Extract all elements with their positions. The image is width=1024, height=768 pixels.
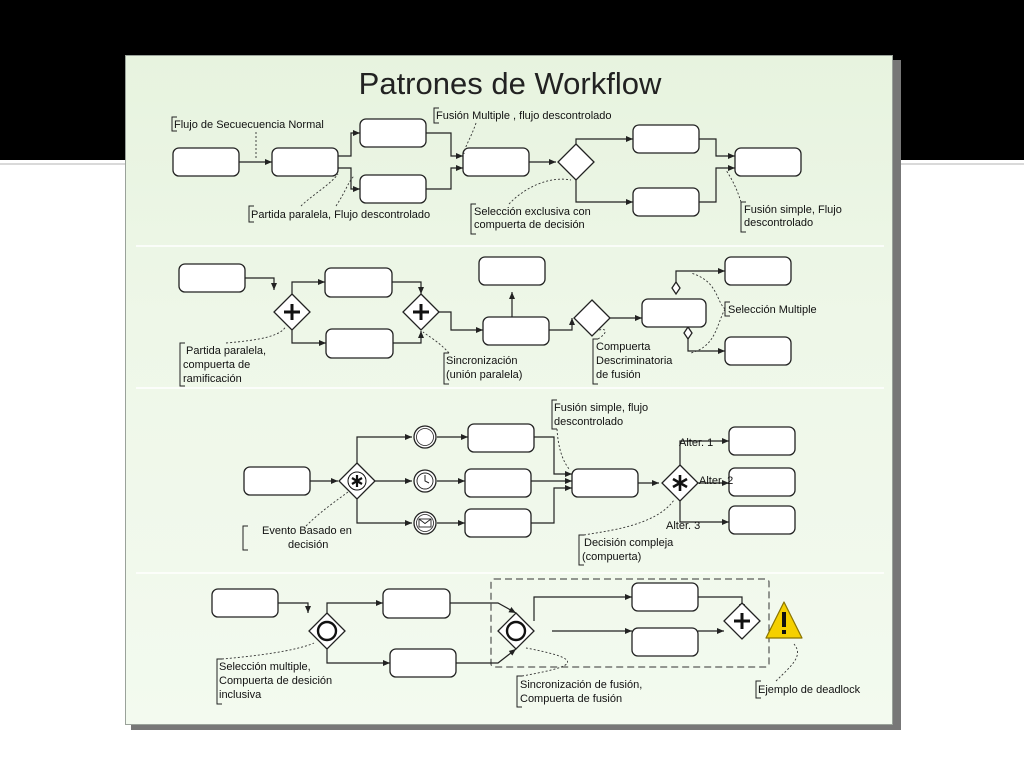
label-decision-compleja-b: (compuerta) — [582, 551, 641, 563]
deadlock-region — [490, 578, 770, 668]
activity-box — [462, 147, 530, 177]
row-3-patterns: Fusión simple, flujo descontrolado Event… — [242, 399, 796, 566]
label-seleccion-inclusiva-b: Compuerta de desición — [219, 675, 332, 687]
label-sincronizacion-fusion-b: Compuerta de fusión — [520, 693, 622, 705]
activity-box — [632, 124, 700, 154]
label-partida-paralela-1: Partida paralela, Flujo descontrolado — [251, 209, 430, 221]
activity-box — [724, 336, 792, 366]
inclusive-gateway-icon — [308, 612, 346, 650]
activity-box — [478, 256, 546, 286]
activity-box — [631, 582, 699, 612]
label-flujo-normal: Flujo de Secuecuencia Normal — [174, 119, 324, 131]
label-deadlock: Ejemplo de deadlock — [758, 684, 861, 696]
condition-marker — [671, 280, 681, 296]
label-partida-paralela-2a: Partida paralela, — [186, 345, 266, 357]
activity-box — [243, 466, 311, 496]
activity-box — [728, 505, 796, 535]
activity-box — [631, 627, 699, 657]
slide-panel: Patrones de Workflow — [125, 55, 893, 725]
empty-event-icon — [413, 425, 437, 449]
discriminator-gateway-icon — [573, 299, 611, 337]
activity-box — [324, 267, 393, 298]
activity-box — [271, 147, 339, 177]
label-alter-3: Alter. 3 — [666, 520, 700, 532]
activity-box — [325, 328, 394, 359]
label-evento-basado-a: Evento Basado en — [262, 525, 352, 537]
label-fusion-simple-2a: Fusión simple, flujo — [554, 402, 648, 414]
timer-event-icon — [413, 469, 437, 493]
activity-box — [632, 187, 700, 217]
slide-title: Patrones de Workflow — [358, 66, 662, 101]
label-seleccion-inclusiva-a: Selección multiple, — [219, 661, 311, 673]
activity-box — [724, 256, 792, 286]
activity-box — [359, 174, 427, 204]
label-alter-2: Alter. 2 — [699, 475, 733, 487]
label-seleccion-exclusiva-2: compuerta de decisión — [474, 219, 585, 231]
label-sincronizacion-a: Sincronización — [446, 355, 518, 367]
plus-gateway-icon — [273, 293, 311, 331]
workflow-diagram: Flujo de Secuecuencia Normal Fusión Mult… — [136, 107, 884, 708]
label-seleccion-inclusiva-c: inclusiva — [219, 689, 262, 701]
label-alter-1: Alter. 1 — [679, 437, 713, 449]
plus-gateway-icon — [402, 293, 440, 331]
label-partida-paralela-2c: ramificación — [183, 373, 242, 385]
message-event-icon — [413, 511, 437, 535]
label-evento-basado-b: decisión — [288, 539, 328, 551]
activity-box — [467, 423, 535, 453]
label-discriminatoria-b: Descriminatoria — [596, 355, 673, 367]
label-seleccion-exclusiva-1: Selección exclusiva con — [474, 206, 591, 218]
row-2-patterns: Partida paralela, compuerta de ramificac… — [178, 256, 817, 387]
label-sincronizacion-b: (unión paralela) — [446, 369, 522, 381]
label-fusion-simple-1a: Fusión simple, Flujo — [744, 204, 842, 216]
label-fusion-simple-1b: descontrolado — [744, 217, 813, 229]
label-sincronizacion-fusion-a: Sincronización de fusión, — [520, 679, 642, 691]
activity-box — [382, 588, 451, 619]
label-discriminatoria-a: Compuerta — [596, 341, 651, 353]
activity-box — [728, 467, 796, 497]
event-based-gateway-icon — [338, 462, 376, 500]
activity-box — [389, 648, 457, 678]
activity-box — [734, 147, 802, 177]
label-partida-paralela-2b: compuerta de — [183, 359, 250, 371]
label-seleccion-multiple: Selección Multiple — [728, 304, 817, 316]
label-fusion-simple-2b: descontrolado — [554, 416, 623, 428]
activity-box — [482, 316, 550, 346]
activity-box — [464, 468, 532, 498]
activity-box — [211, 588, 279, 618]
label-fusion-multiple: Fusión Multiple , flujo descontrolado — [436, 110, 611, 122]
inclusive-gateway-icon — [497, 612, 535, 650]
activity-box — [359, 118, 427, 148]
activity-box — [464, 508, 532, 538]
activity-box — [641, 298, 707, 328]
label-decision-compleja-a: Decisión compleja — [584, 537, 674, 549]
activity-box — [571, 468, 639, 498]
activity-box — [178, 263, 246, 293]
row-1-patterns: Flujo de Secuecuencia Normal Fusión Mult… — [171, 107, 842, 235]
row-4-patterns: Selección multiple, Compuerta de desició… — [211, 578, 861, 708]
activity-box — [728, 426, 796, 456]
plus-gateway-icon — [723, 602, 761, 640]
activity-box — [172, 147, 240, 177]
warning-icon — [765, 601, 803, 639]
condition-marker — [683, 325, 693, 341]
exclusive-gateway-icon — [557, 143, 595, 181]
asterisk-gateway-icon — [661, 464, 699, 502]
label-discriminatoria-c: de fusión — [596, 369, 641, 381]
